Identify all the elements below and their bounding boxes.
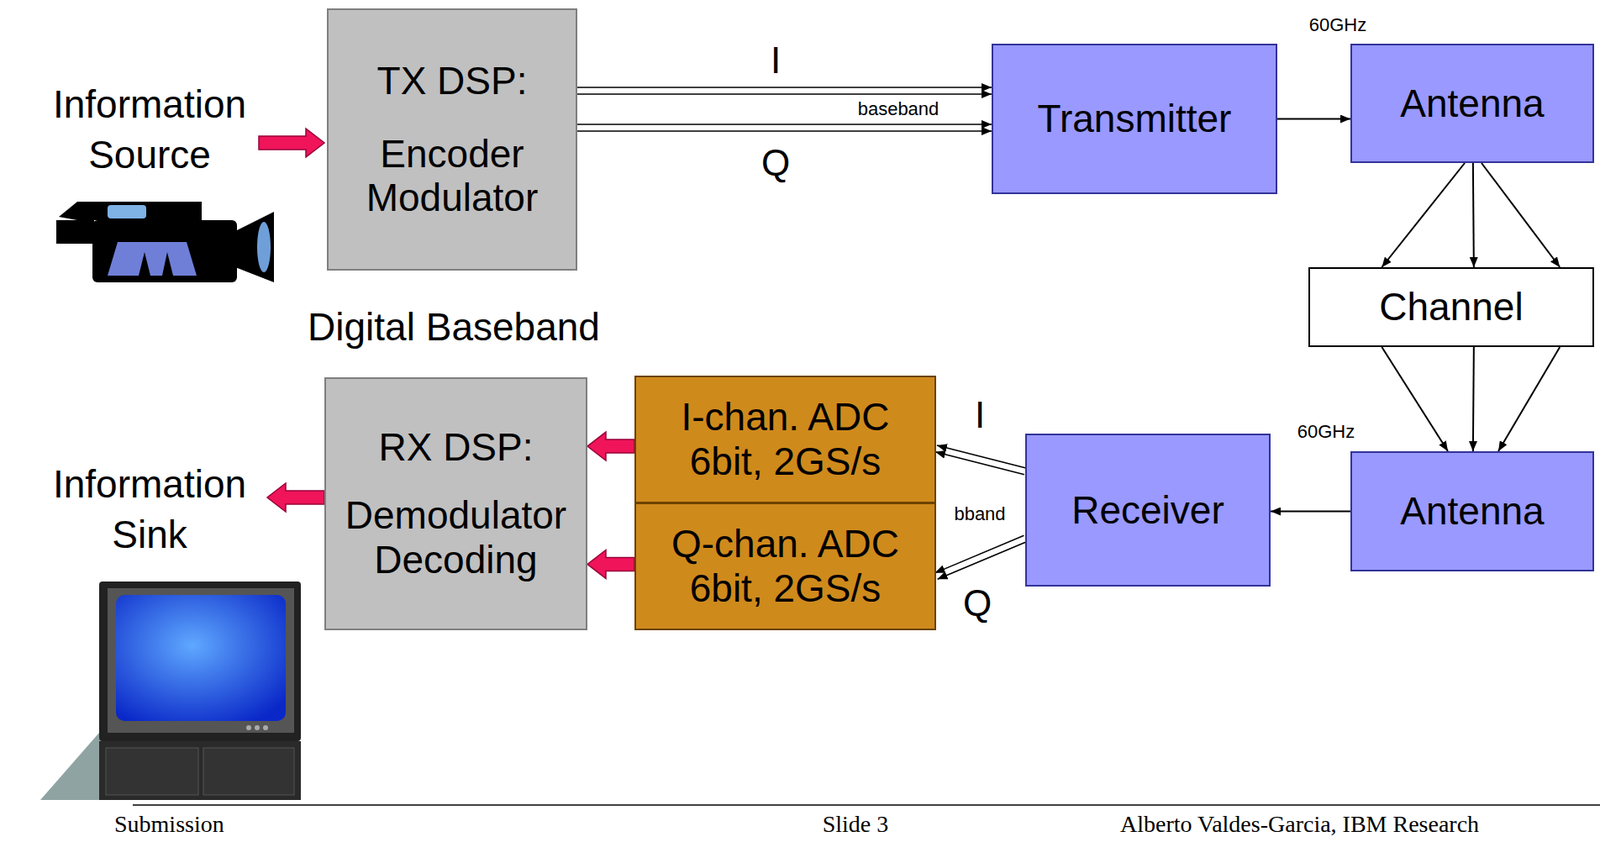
frequency-label: 60GHz <box>1297 421 1355 443</box>
connector-line <box>936 445 1027 469</box>
rf-block: Transmitter <box>991 43 1278 195</box>
signal-label: Q <box>761 142 790 185</box>
data-flow-arrow <box>587 431 635 461</box>
footer-text: Alberto Valdes-Garcia, IBM Research <box>1120 810 1479 838</box>
block-label: 6bit, 2GS/s <box>689 566 882 611</box>
block-label: Channel <box>1378 284 1523 330</box>
antenna-block: Antenna <box>1350 451 1595 572</box>
data-flow-arrow <box>587 549 635 579</box>
signal-connector <box>934 535 1027 579</box>
signal-connector <box>1481 163 1560 268</box>
tv-stand <box>99 741 301 800</box>
camera-part <box>56 220 95 244</box>
block-label: Demodulator Decoding <box>334 493 578 583</box>
connector-line <box>1472 347 1475 452</box>
section-label: Digital Baseband <box>307 305 600 350</box>
tv-screen <box>115 594 286 722</box>
flow-arrow <box>258 128 325 158</box>
signal-label: baseband <box>855 98 943 120</box>
tv-door <box>105 747 199 795</box>
connector-line <box>935 452 1025 475</box>
signal-connector <box>1381 347 1448 452</box>
signal-label: Q <box>963 582 992 626</box>
source-label: Information Source <box>42 79 258 181</box>
signal-connector <box>577 124 992 132</box>
data-flow-arrow <box>587 431 635 461</box>
dsp-block: RX DSP: Demodulator Decoding <box>324 377 588 631</box>
signal-label: bband <box>951 503 1008 525</box>
footer-text: Submission <box>114 810 225 838</box>
connector-line <box>1381 163 1465 268</box>
connector-line <box>937 542 1027 580</box>
camera-panel <box>107 242 197 276</box>
block-label: Antenna <box>1400 489 1544 534</box>
signal-connector <box>1472 163 1474 268</box>
connector-line <box>577 130 992 132</box>
connector-line <box>1270 510 1351 513</box>
connector-line <box>1481 163 1560 268</box>
data-flow-arrow <box>587 549 635 579</box>
adc-block: Q-chan. ADC6bit, 2GS/s <box>634 502 937 631</box>
camera-lens-glass <box>257 221 271 273</box>
connector-line <box>1498 347 1560 452</box>
antenna-block: Antenna <box>1350 43 1595 164</box>
tv-button <box>246 725 252 731</box>
frequency-label: 60GHz <box>1309 14 1367 36</box>
block-label: Transmitter <box>1037 96 1232 142</box>
tv-door <box>203 747 295 795</box>
adc-block: I-chan. ADC6bit, 2GS/s <box>634 375 937 504</box>
camera-part <box>58 201 202 221</box>
signal-connector <box>1270 510 1351 512</box>
signal-connector <box>1277 118 1351 120</box>
signal-connector <box>1498 347 1560 452</box>
connector-line <box>934 535 1024 574</box>
signal-label: I <box>974 394 985 437</box>
signal-connector <box>577 87 992 95</box>
block-label: 6bit, 2GS/s <box>689 439 882 485</box>
signal-label: I <box>770 39 781 83</box>
rf-block: Receiver <box>1025 433 1271 587</box>
dsp-block: TX DSP: Encoder Modulator <box>326 8 578 271</box>
tv-button <box>263 725 269 731</box>
footer-rule <box>132 804 1600 806</box>
channel-block: Channel <box>1308 267 1595 348</box>
sink-label: Information Sink <box>42 459 258 561</box>
flow-arrow <box>267 483 325 512</box>
connector-line <box>1381 347 1448 452</box>
block-label: RX DSP: <box>378 425 533 470</box>
block-label: Q-chan. ADC <box>671 521 900 567</box>
tv-bezel <box>107 588 295 733</box>
connector-line <box>577 93 992 95</box>
camera-lens <box>235 211 274 283</box>
block-label: I-chan. ADC <box>681 394 890 440</box>
connector-line <box>1472 163 1475 268</box>
footer-text: Slide 3 <box>822 810 890 838</box>
block-label: Antenna <box>1400 81 1544 127</box>
signal-connector <box>1472 347 1474 452</box>
camera-eyepiece <box>107 205 147 219</box>
tv-button <box>254 725 260 731</box>
signal-connector <box>935 445 1027 475</box>
block-label: Receiver <box>1071 488 1225 533</box>
block-label: Encoder Modulator <box>336 131 568 222</box>
camera-part <box>138 252 174 276</box>
tv-cabinet <box>99 581 301 742</box>
connector-line <box>577 123 992 126</box>
connector-line <box>1277 118 1351 121</box>
signal-connector <box>1381 163 1465 268</box>
block-label: TX DSP: <box>377 58 528 104</box>
connector-line <box>577 86 992 89</box>
camera-body <box>92 220 237 283</box>
